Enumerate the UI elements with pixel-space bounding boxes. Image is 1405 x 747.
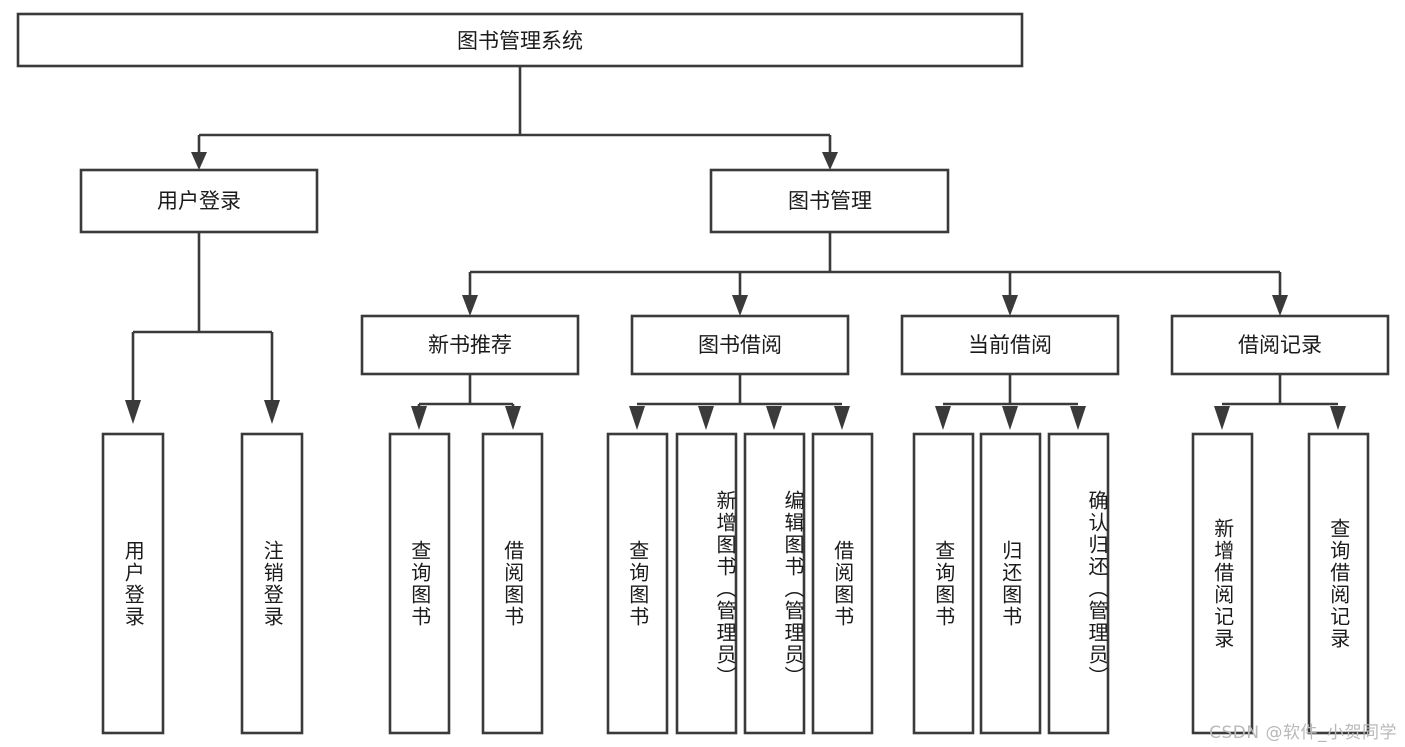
arrowhead-currentborrow-leaf-1 xyxy=(935,406,951,430)
arrowhead-bookborrow-leaf-2 xyxy=(698,406,714,430)
node-current-borrow-label: 当前借阅 xyxy=(968,333,1052,357)
leaf-box-current-borrow-0[interactable] xyxy=(912,432,975,735)
node-borrow-record-box[interactable] xyxy=(1170,314,1390,376)
arrowhead-newbook-leaf-1 xyxy=(411,406,427,430)
watermark-text: CSDN @软件_小贺同学 xyxy=(1209,723,1397,743)
arrowhead-bookborrow-leaf-4 xyxy=(834,406,850,430)
arrowhead-userlogin-leaf-1 xyxy=(125,400,141,424)
arrowhead-to-book-manage xyxy=(822,152,838,170)
leaf-box-new-book-1[interactable] xyxy=(481,432,544,735)
leaf-box-borrow-record-1[interactable] xyxy=(1307,432,1370,735)
arrowhead-borrowrecord-leaf-1 xyxy=(1214,406,1230,430)
leaf-box-user-login-1[interactable] xyxy=(240,432,304,735)
arrowhead-bookborrow-leaf-3 xyxy=(766,406,782,430)
arrowhead-to-current-borrow xyxy=(1002,295,1018,316)
node-new-book-box[interactable] xyxy=(360,314,580,376)
leaf-box-book-borrow-3[interactable] xyxy=(811,432,874,735)
node-book-borrow-box[interactable] xyxy=(630,314,850,376)
node-book-manage-label: 图书管理 xyxy=(788,189,872,213)
node-new-book-label: 新书推荐 xyxy=(428,333,512,357)
leaf-box-borrow-record-0[interactable] xyxy=(1191,432,1254,735)
leaf-box-book-borrow-1[interactable] xyxy=(675,432,738,735)
node-root-label: 图书管理系统 xyxy=(457,29,583,53)
node-book-manage-box[interactable] xyxy=(709,168,950,234)
arrowhead-userlogin-leaf-2 xyxy=(264,400,280,424)
node-borrow-record-label: 借阅记录 xyxy=(1238,333,1322,357)
arrowhead-to-borrow-record xyxy=(1272,295,1288,316)
node-book-borrow-label: 图书借阅 xyxy=(698,333,782,357)
node-user-login-label: 用户登录 xyxy=(157,189,241,213)
node-root-box[interactable] xyxy=(16,12,1024,68)
arrowhead-currentborrow-leaf-3 xyxy=(1070,406,1086,430)
arrowhead-newbook-leaf-2 xyxy=(505,406,521,430)
arrowhead-borrowrecord-leaf-2 xyxy=(1330,406,1346,430)
leaf-box-book-borrow-0[interactable] xyxy=(606,432,669,735)
leaf-box-current-borrow-2[interactable] xyxy=(1047,432,1110,735)
arrowhead-to-new-book xyxy=(462,295,478,316)
arrowhead-currentborrow-leaf-2 xyxy=(1002,406,1018,430)
leaf-box-user-login-0[interactable] xyxy=(101,432,165,735)
arrowhead-to-book-borrow xyxy=(732,295,748,316)
node-current-borrow-box[interactable] xyxy=(900,314,1120,376)
arrowhead-bookborrow-leaf-1 xyxy=(629,406,645,430)
leaf-box-new-book-0[interactable] xyxy=(388,432,451,735)
arrowhead-to-user-login xyxy=(191,152,207,170)
leaf-box-current-borrow-1[interactable] xyxy=(979,432,1042,735)
leaf-box-book-borrow-2[interactable] xyxy=(743,432,806,735)
